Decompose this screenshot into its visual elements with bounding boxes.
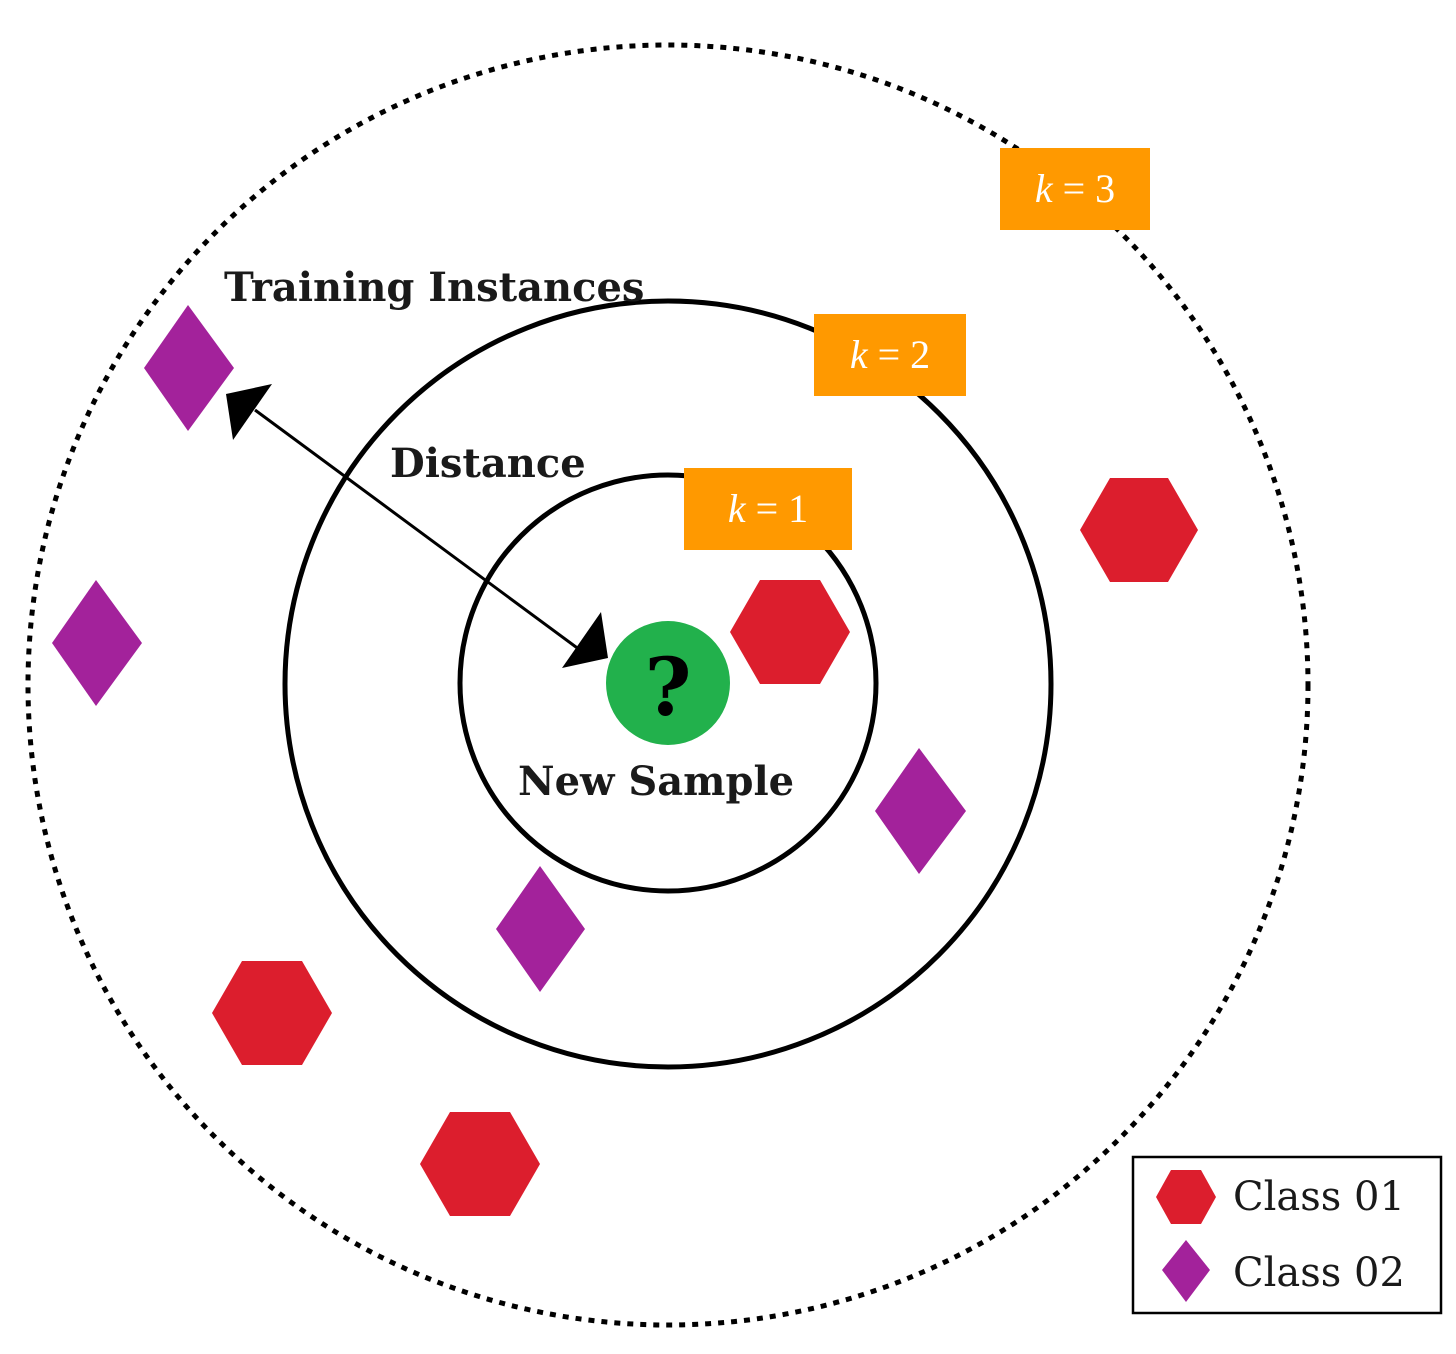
legend-class-01-label: Class 01	[1233, 1174, 1405, 1220]
legend-hexagon-icon	[1156, 1170, 1216, 1224]
k3-badge-background	[1000, 148, 1150, 230]
class-01-hexagon-icon	[730, 580, 850, 684]
class-02-diamond-icon	[144, 305, 234, 431]
distance-arrow	[226, 384, 608, 668]
k3-label: k = 3	[1035, 166, 1115, 211]
legend-class-02-label: Class 02	[1233, 1250, 1405, 1296]
distance-label: Distance	[390, 440, 586, 487]
class-01-hexagon-icon	[1080, 478, 1198, 582]
new-sample-label: New Sample	[518, 758, 794, 805]
k1-badge: k = 1	[684, 468, 852, 550]
k1-badge-background	[684, 468, 852, 550]
k2-label: k = 2	[850, 332, 930, 377]
training-instances-label: Training Instances	[224, 264, 644, 311]
k1-label: k = 1	[728, 486, 808, 531]
question-mark-icon: ?	[645, 640, 692, 734]
class-01-hexagon-icon	[212, 961, 332, 1065]
class-02-diamond-icon	[496, 866, 585, 992]
k2-badge-background	[814, 314, 966, 396]
k2-neighborhood-circle	[282, 298, 1054, 1070]
k3-neighborhood-circle	[25, 42, 1311, 1328]
class-01-hexagon-icon	[420, 1112, 540, 1216]
k1-neighborhood-circle	[457, 472, 879, 894]
new-sample-circle	[606, 621, 730, 745]
arrowhead-top-icon	[226, 384, 272, 440]
legend: Class 01 Class 02	[1131, 1155, 1443, 1315]
class-02-diamond-icon	[875, 748, 966, 874]
legend-diamond-icon	[1162, 1240, 1210, 1302]
k2-badge: k = 2	[814, 314, 966, 396]
arrowhead-bottom-icon	[562, 612, 608, 668]
k3-badge: k = 3	[1000, 148, 1150, 230]
class-02-diamond-icon	[52, 580, 142, 706]
